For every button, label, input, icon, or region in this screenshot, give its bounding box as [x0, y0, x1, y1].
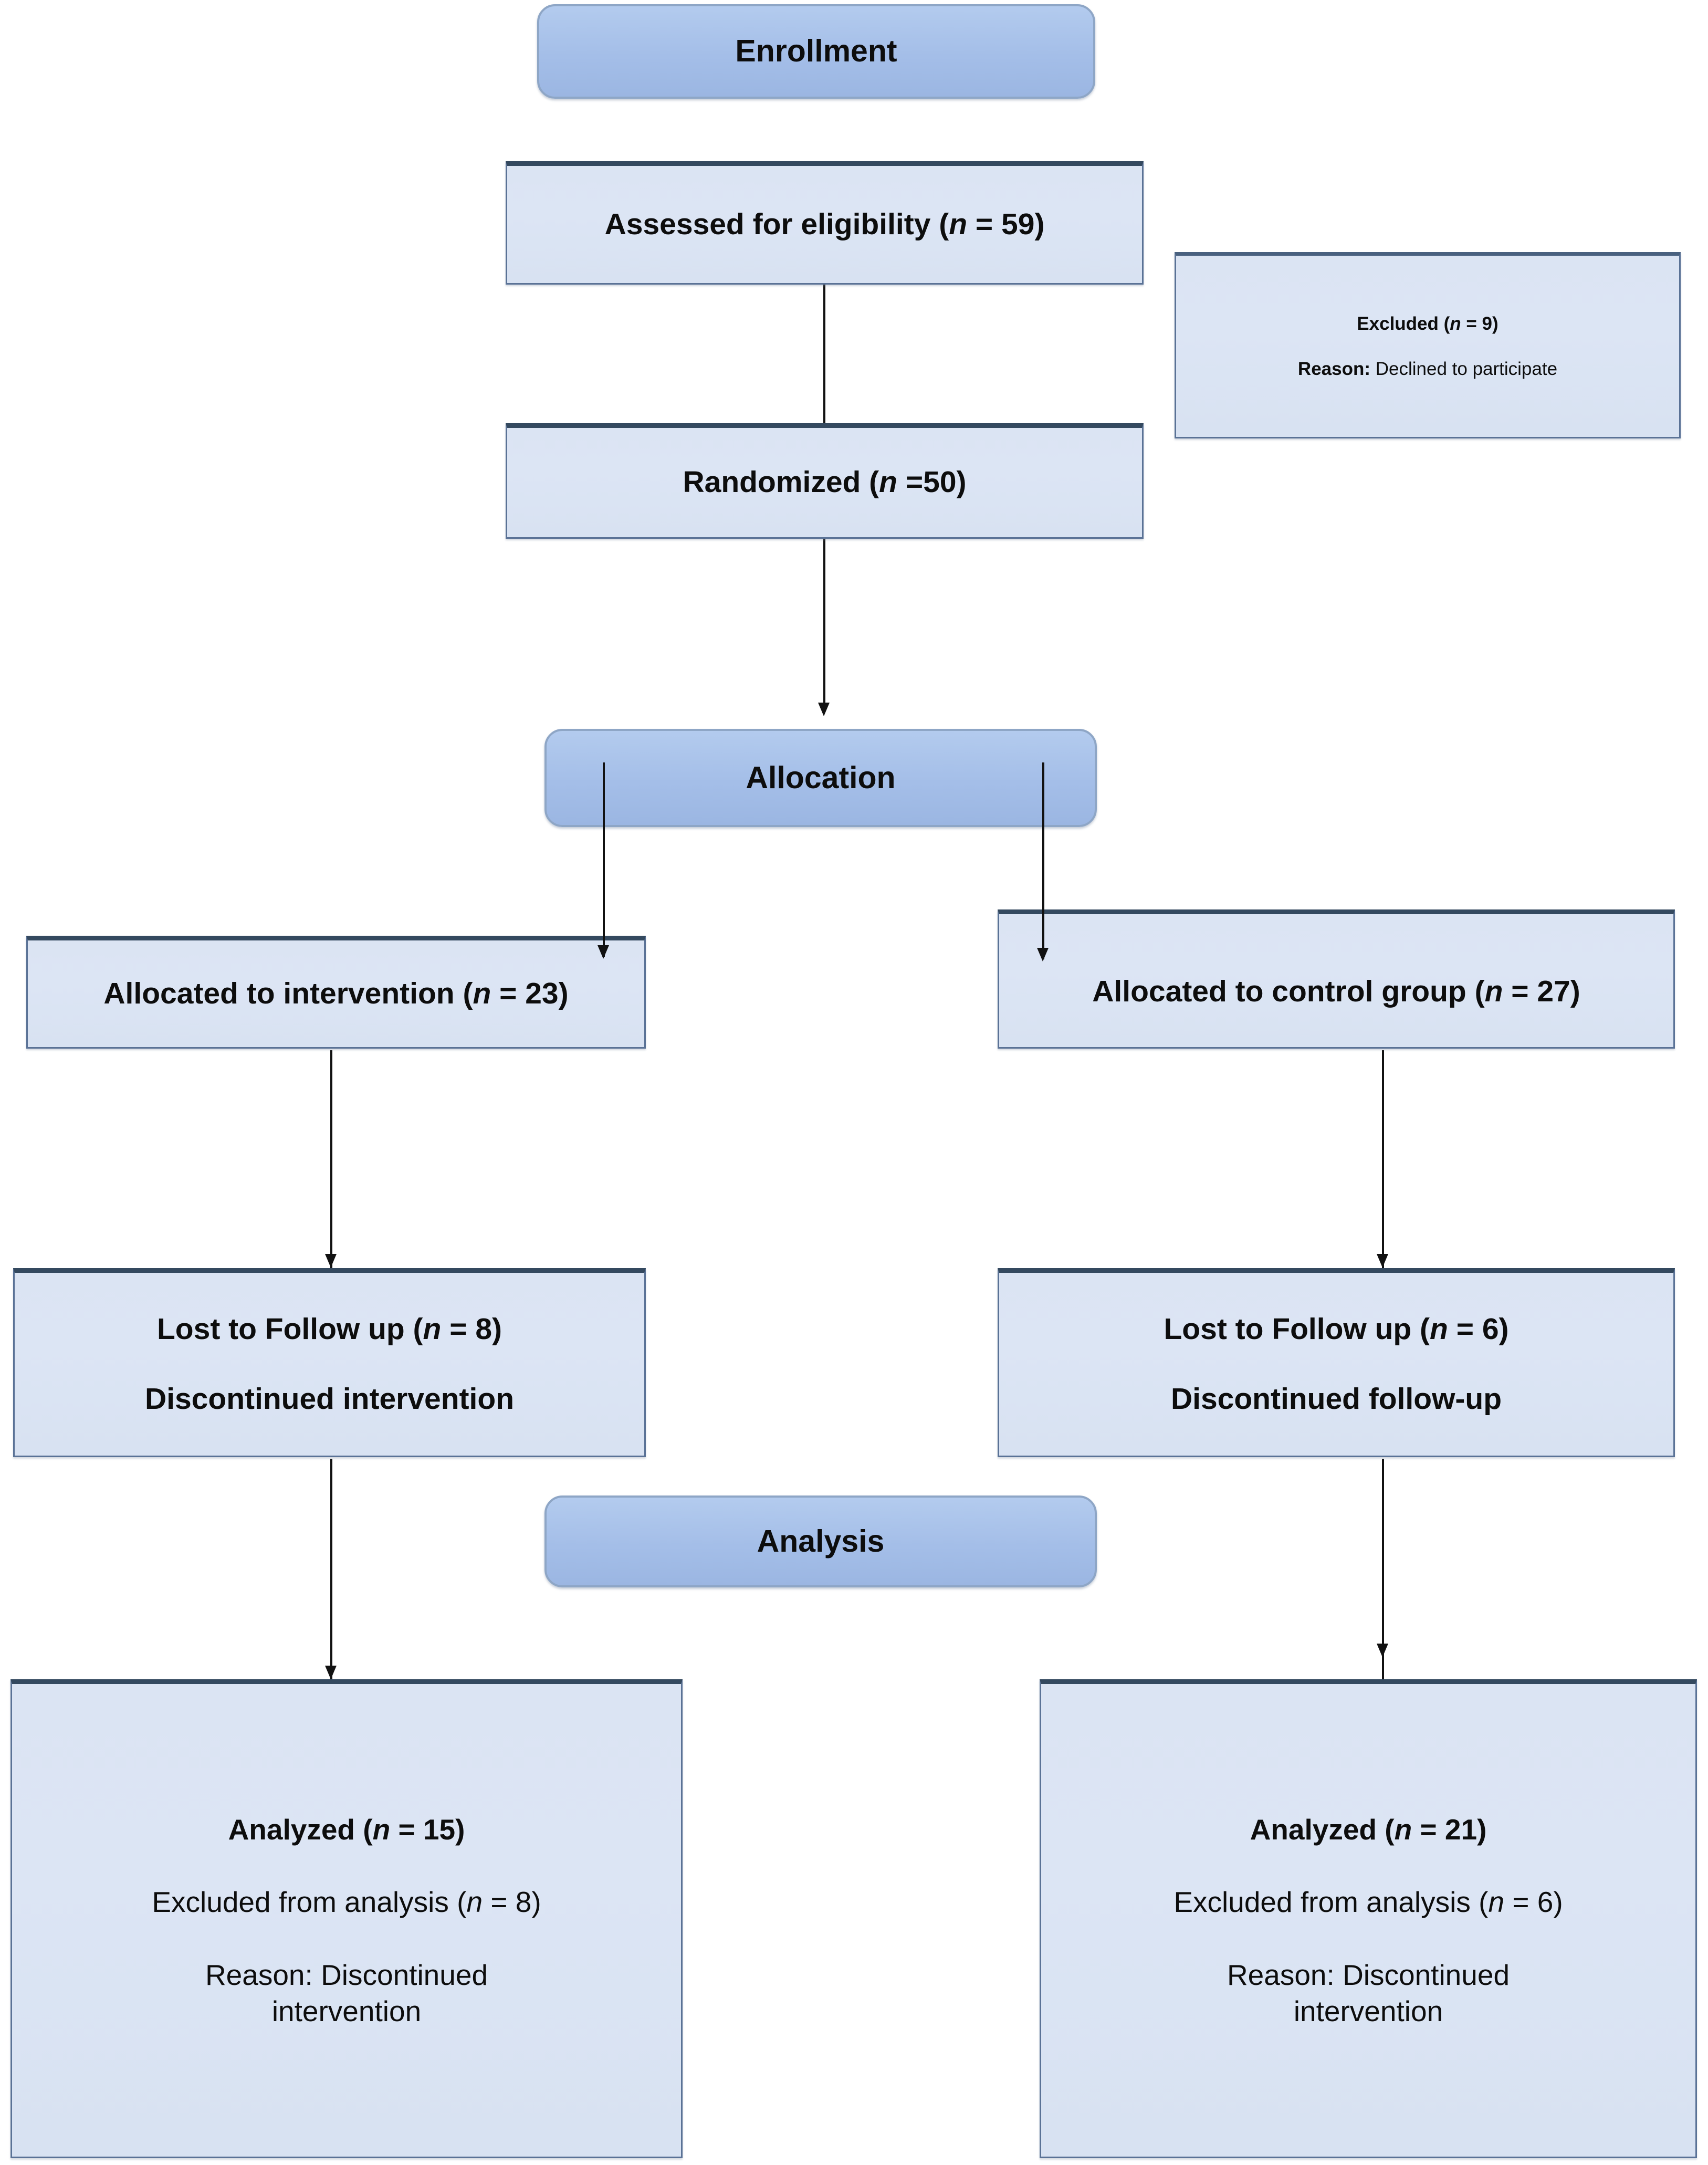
connector-randomized-to-allocation: [823, 539, 825, 712]
lost-intervention-n-symbol: n: [423, 1312, 442, 1346]
allocated-control-text: Allocated to control group (n = 27): [999, 973, 1673, 1010]
analyzed-intervention-n-symbol: n: [372, 1813, 391, 1846]
box-randomized: Randomized (n =50): [506, 423, 1144, 539]
assessed-text: Assessed for eligibility (n = 59): [507, 206, 1142, 243]
arrowhead-randomized-to-allocation: [818, 703, 830, 716]
analyzed-intervention-reason-line2: intervention: [271, 1994, 422, 2027]
randomized-n-value: =50): [897, 465, 967, 499]
allocated-control-n-symbol: n: [1484, 974, 1503, 1008]
allocated-control-label: Allocated to control group (: [1092, 974, 1485, 1008]
analyzed-control-reason-line2: intervention: [1293, 1994, 1443, 2027]
analyzed-control-count-text: Analyzed (n = 21): [1041, 1812, 1695, 1848]
box-lost-to-followup-control: Lost to Follow up (n = 6) Discontinued f…: [998, 1268, 1675, 1457]
connector-intervention-to-lost: [330, 1050, 332, 1271]
allocated-intervention-n-value: = 23): [491, 976, 569, 1010]
analyzed-control-reason-line1: Reason: Discontinued: [1227, 1959, 1510, 1991]
analyzed-intervention-count-text: Analyzed (n = 15): [12, 1812, 681, 1848]
analyzed-control-excluded-label: Excluded from analysis (: [1173, 1886, 1489, 1919]
arrowhead-intervention-to-lost: [325, 1254, 337, 1268]
allocated-control-n-value: = 27): [1503, 974, 1580, 1008]
connector-allocation-to-control: [1042, 762, 1044, 959]
randomized-text: Randomized (n =50): [507, 464, 1142, 501]
analyzed-control-n-symbol: n: [1394, 1813, 1412, 1846]
excluded-n-symbol: n: [1450, 313, 1461, 334]
analyzed-intervention-excluded-n-value: = 8): [483, 1886, 541, 1919]
connector-assessed-to-randomized: [823, 285, 825, 423]
box-excluded: Excluded (n = 9) Reason: Declined to par…: [1175, 252, 1681, 438]
analyzed-intervention-excluded-label: Excluded from analysis (: [152, 1886, 467, 1919]
stage-banner-analysis: Analysis: [544, 1495, 1097, 1587]
box-lost-to-followup-intervention: Lost to Follow up (n = 8) Discontinued i…: [13, 1268, 646, 1457]
assessed-label: Assessed for eligibility (: [604, 207, 949, 241]
allocated-intervention-label: Allocated to intervention (: [103, 976, 473, 1010]
stage-banner-allocation: Allocation: [544, 729, 1097, 827]
excluded-label: Excluded (: [1357, 313, 1450, 334]
analyzed-intervention-label: Analyzed (: [228, 1813, 373, 1846]
analyzed-control-excluded-n-value: = 6): [1504, 1886, 1563, 1919]
arrowhead-control-to-lost: [1377, 1254, 1388, 1268]
analyzed-control-label: Analyzed (: [1250, 1813, 1395, 1846]
lost-intervention-reason: Discontinued intervention: [144, 1382, 515, 1416]
lost-intervention-count-text: Lost to Follow up (n = 8): [15, 1311, 644, 1348]
analyzed-control-excluded-text: Excluded from analysis (n = 6): [1041, 1884, 1695, 1920]
box-analyzed-intervention: Analyzed (n = 15) Excluded from analysis…: [11, 1679, 683, 2158]
lost-control-label: Lost to Follow up (: [1164, 1312, 1430, 1346]
connector-lost-to-analyzed-left: [330, 1459, 332, 1683]
excluded-n-value: = 9): [1461, 313, 1499, 334]
connector-lost-to-analyzed-right: [1382, 1459, 1384, 1683]
excluded-reason-value: Declined to participate: [1370, 358, 1558, 379]
stage-label-allocation: Allocation: [746, 760, 896, 795]
lost-intervention-n-value: = 8): [441, 1312, 502, 1346]
randomized-n-symbol: n: [879, 465, 897, 499]
lost-control-n-value: = 6): [1448, 1312, 1509, 1346]
analyzed-intervention-reason-line1: Reason: Discontinued: [205, 1959, 488, 1991]
arrowhead-allocation-to-control: [1037, 948, 1049, 961]
arrowhead-lost-to-analyzed-right: [1377, 1644, 1388, 1657]
connector-allocation-to-intervention: [603, 762, 605, 957]
analyzed-intervention-excluded-text: Excluded from analysis (n = 8): [12, 1884, 681, 1920]
stage-label-enrollment: Enrollment: [735, 34, 897, 69]
assessed-n-value: = 59): [967, 207, 1045, 241]
box-allocated-to-intervention: Allocated to intervention (n = 23): [26, 936, 646, 1049]
assessed-n-symbol: n: [949, 207, 968, 241]
box-assessed-for-eligibility: Assessed for eligibility (n = 59): [506, 161, 1144, 285]
arrowhead-lost-to-analyzed-left: [325, 1666, 337, 1679]
excluded-reason-text: Reason: Declined to participate: [1176, 358, 1679, 381]
analyzed-control-n-value: = 21): [1412, 1813, 1487, 1846]
lost-control-reason: Discontinued follow-up: [1170, 1382, 1502, 1416]
lost-intervention-label: Lost to Follow up (: [156, 1312, 423, 1346]
lost-control-count-text: Lost to Follow up (n = 6): [999, 1311, 1673, 1348]
box-allocated-to-control-group: Allocated to control group (n = 27): [998, 909, 1675, 1049]
excluded-count-text: Excluded (n = 9): [1176, 312, 1679, 336]
analyzed-intervention-excluded-n-symbol: n: [466, 1886, 483, 1919]
allocated-intervention-text: Allocated to intervention (n = 23): [28, 975, 644, 1012]
analyzed-intervention-n-value: = 15): [390, 1813, 465, 1846]
lost-control-n-symbol: n: [1430, 1312, 1448, 1346]
box-analyzed-control: Analyzed (n = 21) Excluded from analysis…: [1040, 1679, 1697, 2158]
stage-label-analysis: Analysis: [757, 1523, 885, 1559]
stage-banner-enrollment: Enrollment: [537, 4, 1095, 99]
excluded-reason-prefix: Reason:: [1297, 358, 1371, 379]
connector-control-to-lost: [1382, 1050, 1384, 1271]
analyzed-control-excluded-n-symbol: n: [1488, 1886, 1505, 1919]
randomized-label: Randomized (: [683, 465, 879, 499]
arrowhead-allocation-to-intervention: [598, 945, 609, 959]
allocated-intervention-n-symbol: n: [473, 976, 491, 1010]
